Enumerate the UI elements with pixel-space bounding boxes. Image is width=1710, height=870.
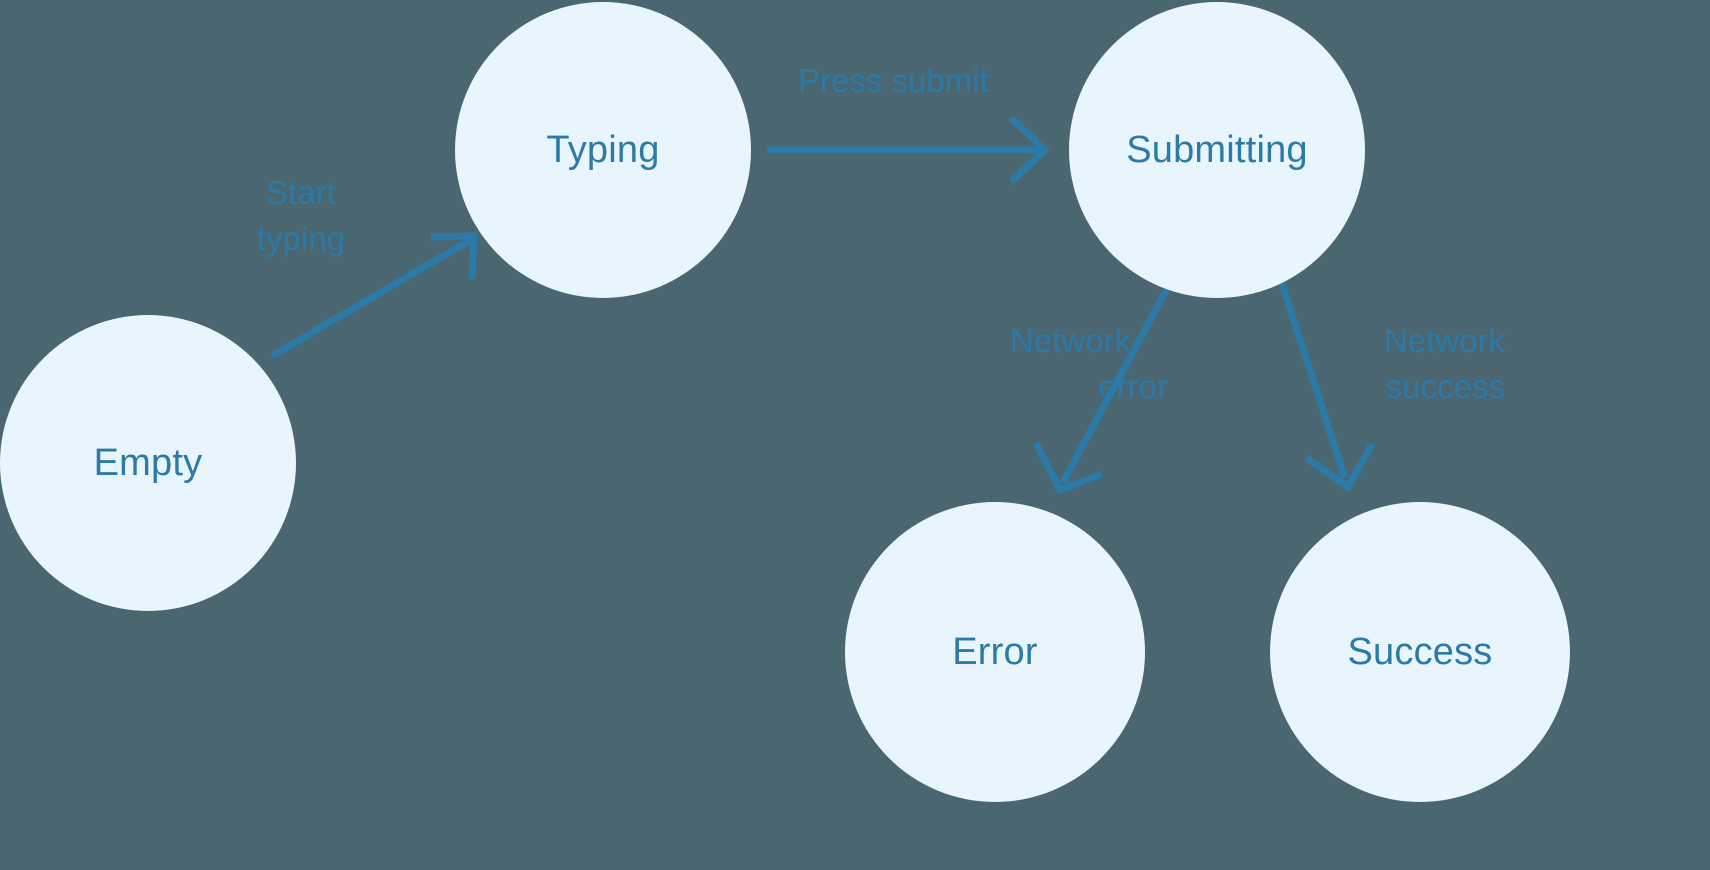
edge-typing-to-submitting: [767, 115, 1051, 185]
state-node-error[interactable]: Error: [845, 502, 1145, 802]
edge-label-press-submit: Press submit: [798, 58, 1028, 104]
edge-label-network-error-line2: error: [1098, 367, 1168, 405]
state-node-submitting[interactable]: Submitting: [1069, 2, 1365, 298]
state-node-success[interactable]: Success: [1270, 502, 1570, 802]
edge-label-network-error: Network error: [1010, 318, 1168, 409]
edge-label-start-typing: Start typing: [215, 170, 387, 261]
edge-label-network-error-line1: Network: [1010, 322, 1132, 359]
state-node-typing-label: Typing: [546, 129, 660, 171]
edge-label-press-submit-line1: Press submit: [798, 62, 989, 99]
edge-label-network-success-line1: Network: [1383, 322, 1505, 359]
state-node-error-label: Error: [952, 631, 1038, 673]
edge-label-start-typing-line1: Start: [266, 174, 336, 211]
state-node-typing[interactable]: Typing: [455, 2, 751, 298]
edge-label-network-success-line2: success: [1385, 367, 1505, 405]
state-node-empty-label: Empty: [93, 442, 203, 484]
state-node-success-label: Success: [1347, 631, 1493, 673]
state-node-empty[interactable]: Empty: [0, 315, 296, 611]
edge-label-network-success: Network success: [1345, 318, 1505, 409]
edge-label-start-typing-line2: typing: [256, 219, 346, 257]
state-node-submitting-label: Submitting: [1126, 129, 1308, 171]
